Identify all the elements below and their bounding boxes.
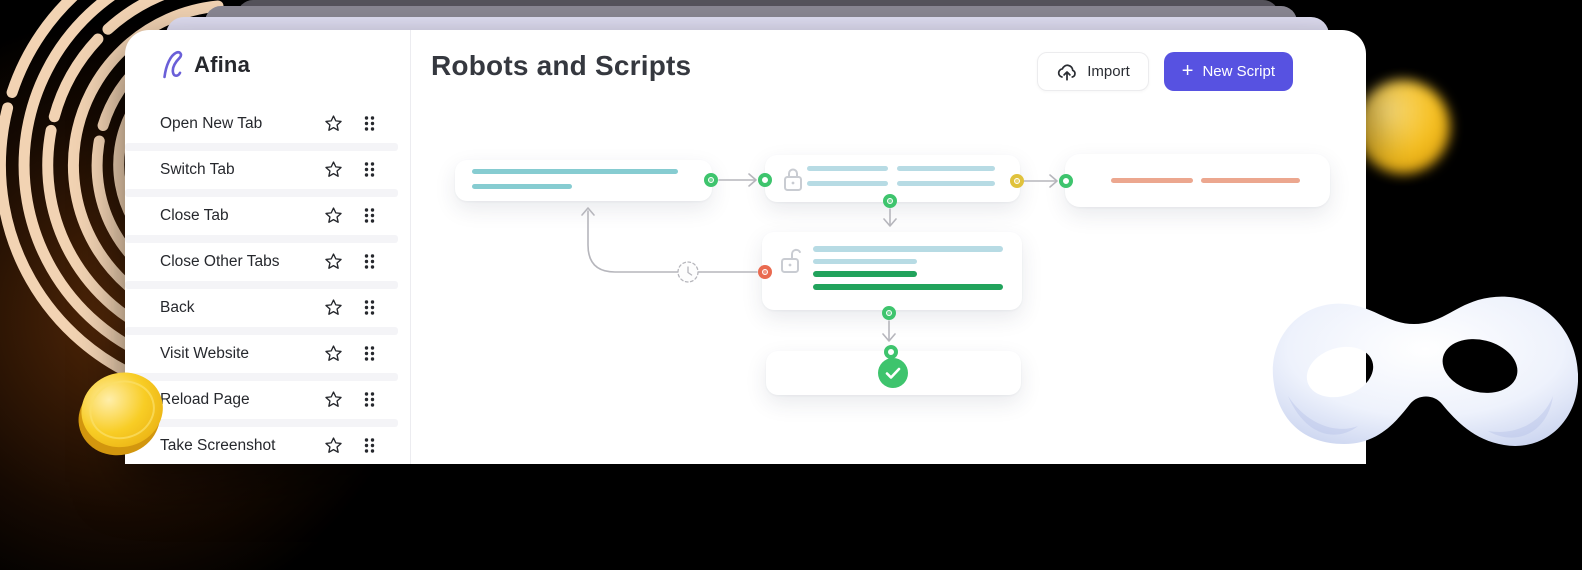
page-title: Robots and Scripts: [431, 50, 692, 81]
plus-icon: +: [1181, 59, 1194, 82]
sidebar-command-item[interactable]: Close Other Tabs: [125, 243, 398, 289]
toolbar: Import + New Script: [1037, 52, 1293, 91]
sidebar-command-item[interactable]: Switch Tab: [125, 151, 398, 197]
lock-open-icon: [781, 248, 802, 273]
skeleton-line: [813, 271, 917, 277]
drag-handle-icon[interactable]: [358, 389, 380, 411]
sidebar-command-label: Close Tab: [160, 206, 229, 224]
favorite-star-icon[interactable]: [322, 297, 344, 319]
drag-handle-icon[interactable]: [358, 113, 380, 135]
drag-handle-icon[interactable]: [358, 435, 380, 457]
port-green[interactable]: [1059, 174, 1073, 188]
sidebar-command-item[interactable]: Visit Website: [125, 335, 398, 381]
skeleton-line: [807, 181, 888, 186]
drag-handle-icon[interactable]: [358, 343, 380, 365]
favorite-star-icon[interactable]: [322, 435, 344, 457]
afina-logo-icon: [163, 51, 183, 79]
port-green[interactable]: [883, 194, 897, 208]
drag-handle-icon[interactable]: [358, 159, 380, 181]
drag-handle-icon[interactable]: [358, 205, 380, 227]
brand-name: Afina: [194, 52, 250, 77]
port-green[interactable]: [704, 173, 718, 187]
skeleton-line: [472, 169, 678, 174]
skeleton-line: [807, 166, 888, 171]
sidebar-command-list: Open New Tab: [125, 105, 398, 473]
app-window: Afina Open New Tab: [125, 30, 1366, 464]
skeleton-line: [813, 246, 1003, 252]
import-button[interactable]: Import: [1037, 52, 1149, 91]
port-green[interactable]: [882, 306, 896, 320]
favorite-star-icon[interactable]: [322, 205, 344, 227]
sidebar-divider: [410, 30, 411, 464]
sidebar-command-label: Back: [160, 298, 195, 316]
blurred-gold-coin: [1356, 80, 1450, 174]
sidebar-command-label: Take Screenshot: [160, 436, 276, 454]
sidebar-command-label: Open New Tab: [160, 114, 263, 132]
favorite-star-icon[interactable]: [322, 159, 344, 181]
flow-node-3[interactable]: [1065, 154, 1330, 207]
sidebar-command-item[interactable]: Close Tab: [125, 197, 398, 243]
sidebar: Afina Open New Tab: [125, 30, 410, 464]
drag-handle-icon[interactable]: [358, 251, 380, 273]
check-circle-icon: [878, 358, 908, 388]
brand: Afina: [160, 50, 250, 80]
new-script-button[interactable]: + New Script: [1163, 52, 1293, 91]
flow-node-4[interactable]: [762, 232, 1022, 310]
import-button-label: Import: [1087, 63, 1130, 80]
sidebar-command-label: Switch Tab: [160, 160, 235, 178]
skeleton-line: [813, 259, 917, 264]
sidebar-command-item[interactable]: Take Screenshot: [160, 427, 380, 464]
skeleton-line: [897, 166, 995, 171]
port-green[interactable]: [884, 345, 898, 359]
sidebar-command-item[interactable]: Open New Tab: [125, 105, 398, 151]
new-script-button-label: New Script: [1202, 63, 1275, 80]
skeleton-line: [813, 284, 1003, 290]
sidebar-command-label: Reload Page: [160, 390, 250, 408]
drag-handle-icon[interactable]: [358, 297, 380, 319]
sidebar-command-item[interactable]: Reload Page: [125, 381, 398, 427]
gold-coin: [78, 372, 163, 456]
skeleton-line: [897, 181, 995, 186]
skeleton-line: [1201, 178, 1300, 183]
skeleton-line: [472, 184, 572, 189]
favorite-star-icon[interactable]: [322, 113, 344, 135]
cloud-upload-icon: [1058, 63, 1077, 81]
sidebar-command-label: Visit Website: [160, 344, 250, 362]
flow-node-1[interactable]: [455, 160, 712, 201]
skeleton-line: [1111, 178, 1193, 183]
lock-closed-icon: [784, 168, 802, 191]
favorite-star-icon[interactable]: [322, 251, 344, 273]
favorite-star-icon[interactable]: [322, 343, 344, 365]
favorite-star-icon[interactable]: [322, 389, 344, 411]
port-green[interactable]: [758, 173, 772, 187]
carnival-mask: [1272, 296, 1578, 446]
port-yellow[interactable]: [1010, 174, 1024, 188]
sidebar-command-label: Close Other Tabs: [160, 252, 280, 270]
timer-icon: [687, 266, 693, 276]
port-red[interactable]: [758, 265, 772, 279]
sidebar-command-item[interactable]: Back: [125, 289, 398, 335]
